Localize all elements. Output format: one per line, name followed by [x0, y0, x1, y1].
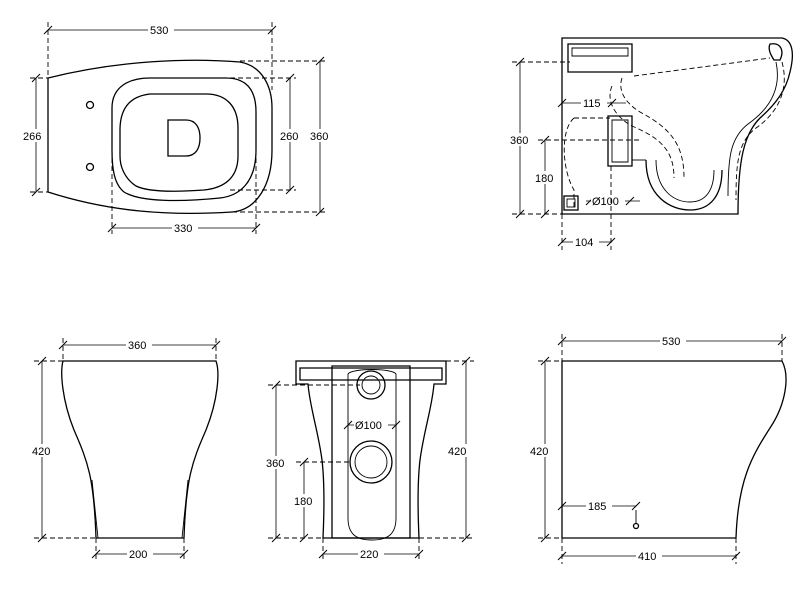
dim-sideview-185: 185 [588, 501, 606, 513]
dim-top-330: 330 [174, 223, 192, 235]
side-view: 530 420 185 410 [528, 334, 787, 564]
dim-top-260: 260 [280, 131, 298, 143]
front-view: 360 420 200 [30, 338, 221, 562]
dim-side-115: 115 [583, 98, 601, 110]
dim-top-266: 266 [23, 131, 41, 143]
side-section-view: 360 180 115 Ø100 104 [508, 37, 793, 250]
dim-side-360: 360 [510, 135, 528, 147]
dim-top-530: 530 [150, 25, 168, 37]
dim-side-104: 104 [575, 237, 593, 249]
dim-sideview-410: 410 [638, 551, 656, 563]
top-view: 530 266 260 360 330 [20, 22, 332, 235]
dim-sideview-530: 530 [662, 336, 680, 348]
dim-rear-420: 420 [448, 446, 466, 458]
rear-view: Ø100 360 180 420 220 [264, 356, 474, 562]
dim-sideview-420: 420 [530, 446, 548, 458]
dim-front-200: 200 [129, 549, 147, 561]
dim-rear-o100: Ø100 [355, 420, 382, 432]
dim-rear-220: 220 [360, 549, 378, 561]
dim-side-o100: Ø100 [592, 196, 619, 208]
dim-rear-180: 180 [294, 496, 312, 508]
dim-front-360: 360 [128, 340, 146, 352]
dim-side-180: 180 [535, 173, 553, 185]
dim-top-360: 360 [310, 131, 328, 143]
dim-rear-360: 360 [266, 458, 284, 470]
dim-front-420: 420 [32, 446, 50, 458]
